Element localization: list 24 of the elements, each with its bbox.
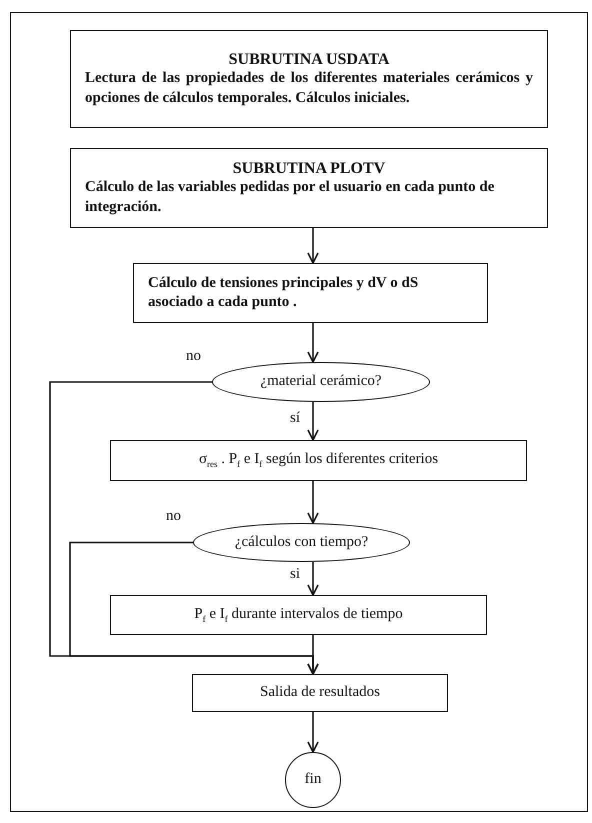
arrow (307, 228, 319, 264)
box-text: ¿cálculos con tiempo? (234, 532, 370, 552)
arrow (307, 481, 319, 524)
process-box (133, 263, 488, 323)
process-box (70, 148, 548, 228)
box-text: fin (304, 770, 322, 790)
box-text: Lectura de las propiedades de los diferentes materiales cerámicos y opciones de cálculos temporales. Cálculos iniciales. (85, 69, 533, 108)
process-box (110, 440, 527, 481)
box-heading: SUBRUTINA PLOTV (232, 158, 386, 178)
box-text: Cálculo de las variables pedidas por el usuario en cada punto de integración. (85, 178, 496, 217)
process-box (192, 674, 448, 712)
arrow (307, 323, 319, 363)
process-box (70, 30, 548, 128)
arrow (307, 562, 319, 596)
arrow (307, 402, 319, 441)
box-text: ¿material cerámico? (259, 372, 383, 392)
box-text: Cálculo de tensiones principales y dV o dS asociado a cada punto . (148, 274, 420, 312)
box-text: σ$_{res}$ . P$_{f}$ e I$_{f}$ según los diferentes criterios (198, 450, 440, 471)
process-box (110, 595, 487, 635)
arrow (307, 635, 319, 675)
arrow (307, 712, 319, 753)
box-text: Salida de resultados (259, 683, 381, 702)
box-heading: SUBRUTINA USDATA (228, 50, 390, 70)
box-text: P$_{f}$ e I$_{f}$ durante intervalos de tiempo (193, 604, 404, 626)
